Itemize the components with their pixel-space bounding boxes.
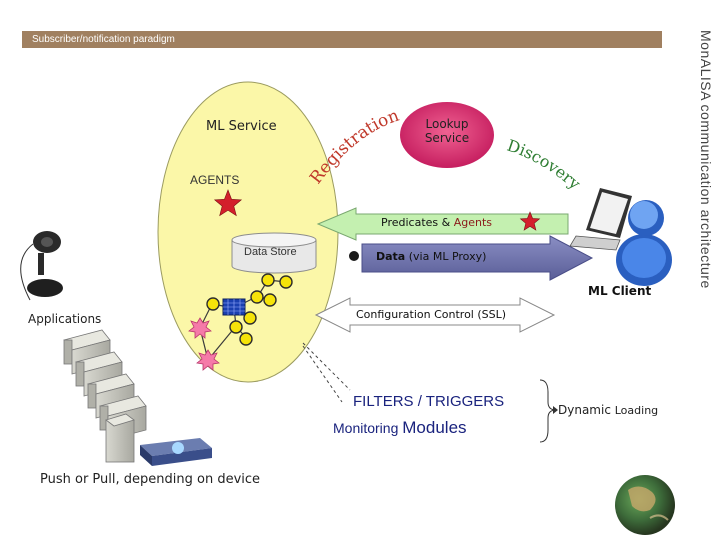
pink-filter-nodes [188, 317, 220, 371]
data-arrow-node [349, 251, 359, 261]
ml-service-title: ML Service [206, 119, 277, 134]
lookup-service-label: Lookup Service [407, 117, 487, 145]
predicates-agents-star [519, 211, 541, 231]
data-arrow [361, 235, 594, 281]
header-subtitle: Subscriber/notification paradigm [32, 34, 175, 45]
globe-icon [615, 475, 675, 535]
modules-word: Modules [402, 418, 467, 437]
ml-client-label: ML Client [588, 284, 652, 298]
header-bar [22, 31, 662, 48]
loading-word: Loading [614, 404, 659, 417]
config-control-arrow [314, 297, 556, 333]
data-store-label: Data Store [244, 246, 297, 258]
data-suffix: (via ML Proxy) [405, 250, 487, 263]
predicates-label: Predicates & Agents [381, 216, 492, 229]
dashed-link-upper [302, 342, 351, 391]
client-user-icon [616, 200, 672, 286]
network-router-icon [140, 438, 212, 466]
monitoring-word: Monitoring [333, 420, 403, 436]
predicates-prefix: Predicates & [381, 216, 454, 229]
module-nodes [206, 273, 293, 346]
predicates-arrow [316, 207, 569, 241]
push-pull-label: Push or Pull, depending on device [40, 472, 261, 487]
agent-star [213, 189, 243, 217]
data-arrow-label: Data (via ML Proxy) [376, 250, 486, 263]
config-prefix: Configuration Control [356, 308, 478, 321]
server-stack-icon [63, 329, 147, 463]
lookup-label-line1: Lookup [425, 117, 469, 131]
data-prefix: Data [376, 250, 406, 263]
client-laptop-icon [569, 188, 632, 251]
predicates-agents-word: Agents [453, 216, 492, 229]
config-control-label: Configuration Control (SSL) [356, 308, 506, 321]
webcam-icon [20, 231, 63, 301]
dynamic-loading-tick [553, 406, 558, 414]
dynamic-loading-label: Dynamic Loading [558, 403, 658, 417]
dynamic-word: Dynamic [558, 403, 615, 417]
agents-label: AGENTS [190, 173, 240, 187]
dashed-link-lower [302, 345, 343, 403]
config-suffix: (SSL) [477, 308, 507, 321]
data-store-cylinder[interactable] [231, 232, 317, 274]
filters-triggers-label: FILTERS / TRIGGERS [353, 393, 505, 410]
monitoring-modules-label: Monitoring Modules [333, 418, 467, 438]
discovery-label: Discovery [505, 136, 585, 193]
lookup-label-line2: Service [424, 131, 470, 145]
blue-module-chip [222, 298, 246, 316]
lookup-service-node[interactable] [400, 102, 494, 168]
applications-label: Applications [28, 312, 102, 326]
